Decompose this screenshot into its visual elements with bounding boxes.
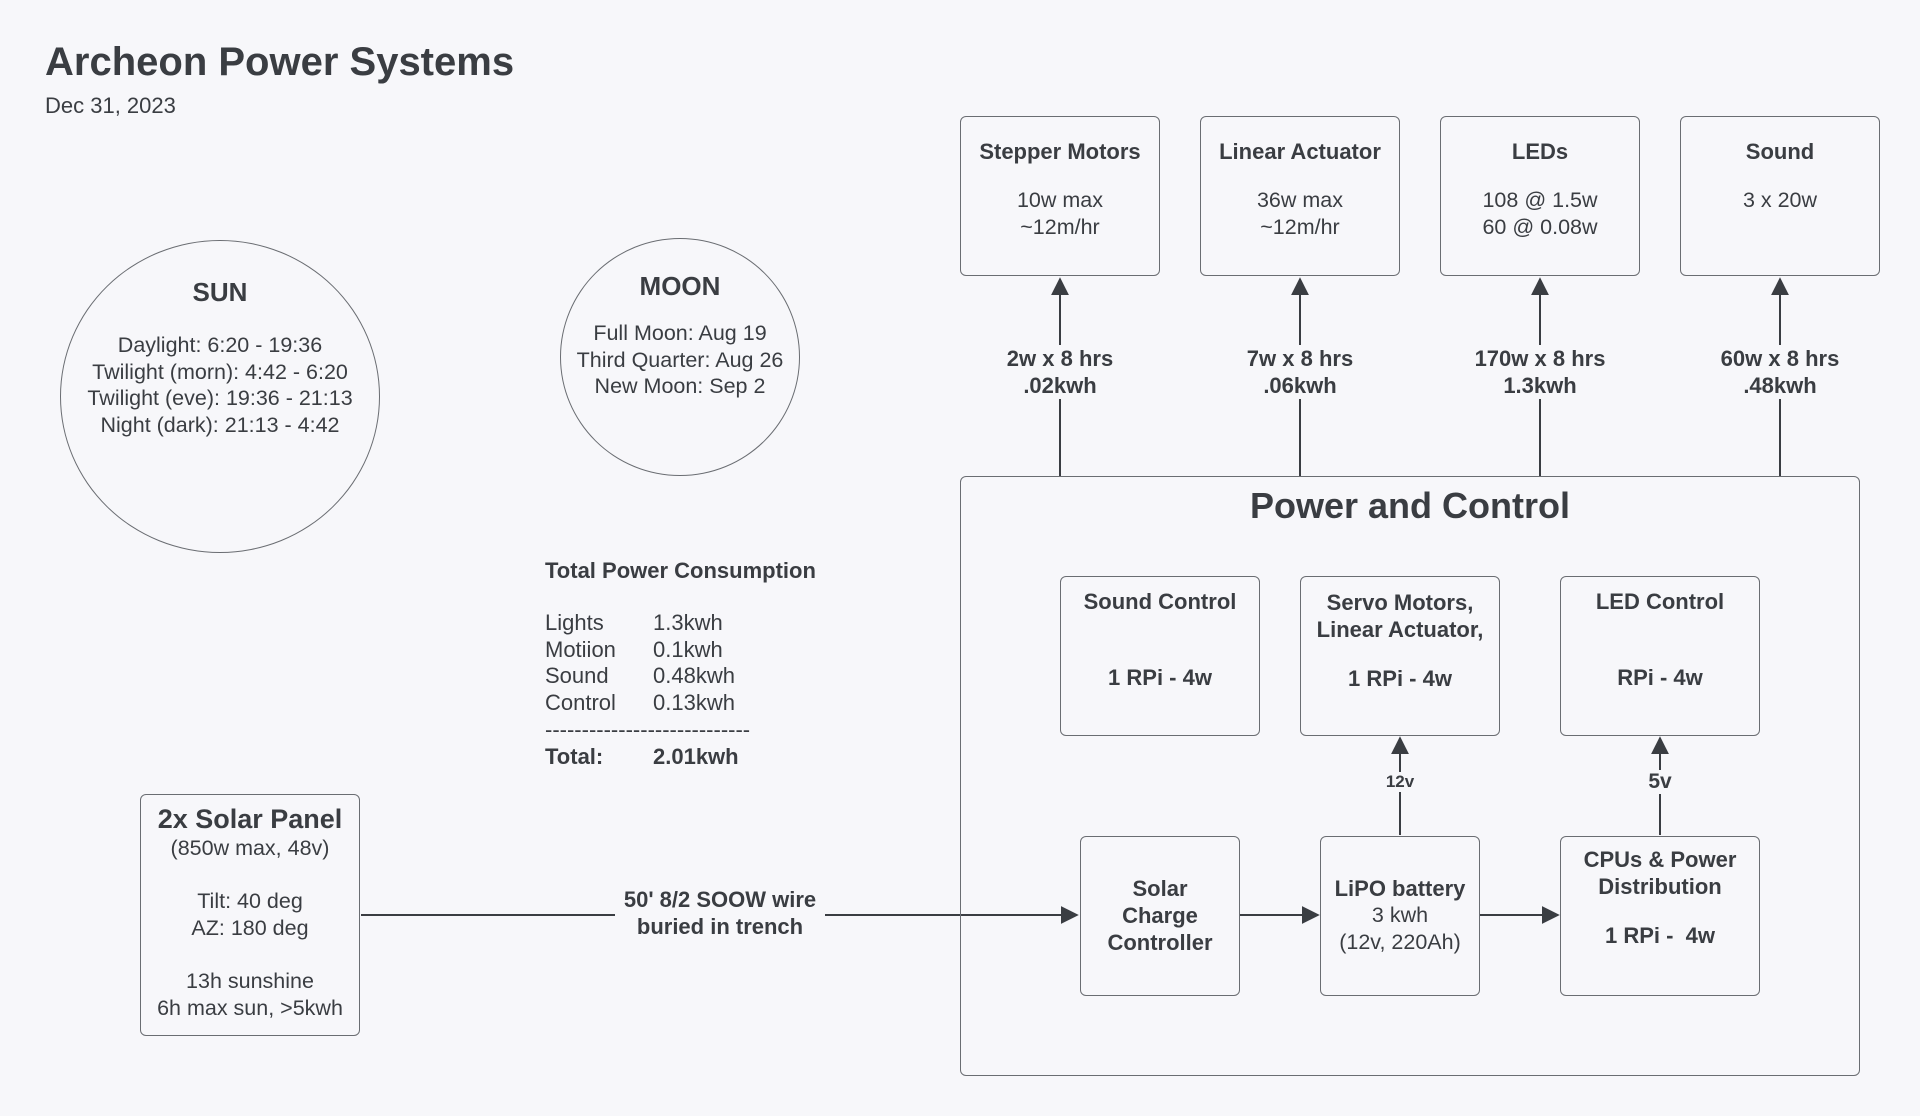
node-title: Sound Control: [1083, 589, 1237, 614]
moon-new: New Moon: Sep 2: [594, 374, 766, 399]
consumption-divider: ----------------------------: [545, 716, 751, 742]
load-spec: 10w max: [1016, 188, 1104, 212]
node-title: LiPO battery: [1334, 876, 1466, 901]
sun-night: Night (dark): 21:13 - 4:42: [100, 413, 340, 438]
load-title: Linear Actuator: [1219, 139, 1381, 164]
node-title: Charge: [1122, 903, 1198, 928]
sun-twilight-eve: Twilight (eve): 19:36 - 21:13: [87, 386, 353, 411]
sun-node: SUN Daylight: 6:20 - 19:36 Twilight (mor…: [60, 240, 380, 553]
node-title: Controller: [1107, 930, 1213, 955]
node-title: Distribution: [1598, 874, 1722, 899]
load-spec: 36w max: [1256, 188, 1344, 212]
moon-third: Third Quarter: Aug 26: [576, 347, 784, 372]
node-spec: 1 RPi - 4w: [1348, 666, 1452, 691]
load-stepper-motors: Stepper Motors 10w max ~12m/hr: [960, 116, 1160, 276]
consumption-title: Total Power Consumption: [545, 558, 816, 583]
node-title: Linear Actuator,: [1316, 617, 1484, 642]
moon-full: Full Moon: Aug 19: [593, 321, 767, 345]
node-spec: 1 RPi - 4w: [1108, 665, 1212, 690]
load-title: Stepper Motors: [979, 139, 1141, 164]
power-control-title: Power and Control: [1249, 485, 1570, 526]
load-linear-actuator: Linear Actuator 36w max ~12m/hr: [1200, 116, 1400, 276]
edge-label-sound: 60w x 8 hrs.48kwh: [1705, 345, 1855, 399]
node-spec: RPi - 4w: [1617, 665, 1703, 690]
load-title: LEDs: [1511, 139, 1569, 164]
edge-label-stepper: 2w x 8 hrs.02kwh: [985, 345, 1135, 399]
node-title: Solar: [1132, 876, 1188, 901]
load-title: Sound: [1745, 139, 1815, 164]
led-control-node: LED Control RPi - 4w: [1560, 576, 1760, 736]
load-spec: 3 x 20w: [1742, 188, 1818, 212]
page-title: Archeon Power Systems: [45, 40, 515, 84]
solar-panel-node: 2x Solar Panel (850w max, 48v) Tilt: 40 …: [140, 794, 360, 1036]
node-title: CPUs & Power: [1583, 847, 1737, 872]
battery-node: LiPO battery 3 kwh (12v, 220Ah): [1320, 836, 1480, 996]
cpus-node: CPUs & Power Distribution 1 RPi - 4w: [1560, 836, 1760, 996]
load-spec: 108 @ 1.5w: [1482, 188, 1598, 212]
sun-twilight-morn: Twilight (morn): 4:42 - 6:20: [92, 359, 348, 384]
solar-az: AZ: 180 deg: [191, 916, 309, 940]
solar-sunshine: 13h sunshine: [186, 969, 314, 993]
node-title: Servo Motors,: [1326, 590, 1474, 615]
charge-controller-node: Solar Charge Controller: [1080, 836, 1240, 996]
node-title: LED Control: [1595, 589, 1725, 614]
load-sound: Sound 3 x 20w: [1680, 116, 1880, 276]
solar-max-sun: 6h max sun, >5kwh: [157, 996, 343, 1020]
consumption-total: Total:2.01kwh: [545, 743, 739, 769]
load-leds: LEDs 108 @ 1.5w 60 @ 0.08w: [1440, 116, 1640, 276]
page-date: Dec 31, 2023: [45, 93, 176, 118]
load-rate: ~12m/hr: [1020, 214, 1100, 239]
sound-control-node: Sound Control 1 RPi - 4w: [1060, 576, 1260, 736]
wire-label: 50' 8/2 SOOW wire buried in trench: [615, 886, 825, 940]
node-spec: (12v, 220Ah): [1339, 930, 1461, 954]
solar-title: 2x Solar Panel: [157, 804, 343, 834]
edge-label-actuator: 7w x 8 hrs.06kwh: [1225, 345, 1375, 399]
moon-title: MOON: [639, 271, 721, 301]
load-rate: 60 @ 0.08w: [1482, 214, 1598, 239]
power-control-container: Power and Control: [960, 476, 1860, 1076]
sun-title: SUN: [192, 277, 248, 307]
servo-node: Servo Motors, Linear Actuator, 1 RPi - 4…: [1300, 576, 1500, 736]
node-spec: 3 kwh: [1371, 903, 1429, 927]
solar-spec: (850w max, 48v): [170, 836, 330, 860]
voltage-label-5v: 5v: [1640, 770, 1680, 794]
moon-node: MOON Full Moon: Aug 19 Third Quarter: Au…: [560, 238, 800, 476]
node-spec: 1 RPi - 4w: [1604, 923, 1716, 948]
voltage-label-12v: 12v: [1380, 772, 1420, 792]
sun-daylight: Daylight: 6:20 - 19:36: [117, 333, 323, 357]
load-rate: ~12m/hr: [1260, 214, 1340, 239]
solar-tilt: Tilt: 40 deg: [197, 889, 303, 913]
